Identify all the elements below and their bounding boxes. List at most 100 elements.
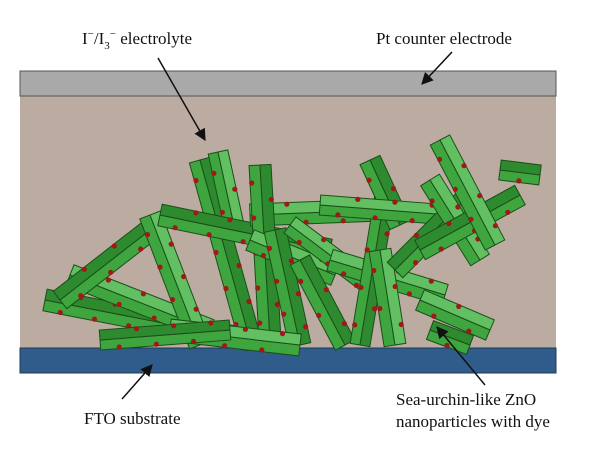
dye-molecule	[223, 285, 229, 292]
nanorod	[499, 159, 542, 176]
dye-molecule	[274, 301, 280, 308]
dye-molecule	[105, 277, 111, 283]
zno-label-line1: Sea-urchin-like ZnO	[396, 390, 536, 409]
dye-molecule	[335, 212, 341, 218]
dye-molecule	[505, 209, 511, 215]
arrow-icon	[157, 57, 206, 142]
dye-molecule	[190, 338, 197, 344]
dye-molecule	[222, 343, 228, 349]
dye-molecule	[413, 232, 419, 238]
dye-molecule	[153, 341, 159, 347]
dye-molecule	[452, 186, 458, 192]
dye-molecule	[340, 218, 346, 224]
dye-molecule	[227, 217, 233, 223]
dye-molecule	[133, 326, 140, 332]
dye-molecule	[341, 271, 347, 277]
dye-molecule	[341, 321, 347, 327]
dye-molecule	[353, 282, 359, 288]
dye-molecule	[355, 196, 361, 202]
dye-molecule	[446, 220, 452, 227]
dye-molecule	[295, 291, 301, 297]
dye-molecule	[372, 306, 378, 312]
dye-molecule	[213, 249, 219, 256]
dye-molecule	[193, 177, 199, 184]
dye-molecule	[151, 315, 157, 321]
dye-molecule	[444, 342, 450, 349]
dye-molecule	[233, 321, 239, 328]
dye-molecule	[274, 278, 280, 284]
dye-molecule	[169, 297, 176, 303]
pt-counter-electrode	[19, 70, 557, 97]
dye-molecule	[352, 322, 358, 328]
dye-molecule	[438, 246, 444, 252]
dye-molecule	[206, 232, 212, 238]
nanorod	[439, 134, 506, 246]
dye-molecule	[240, 239, 246, 245]
electrolyte-label: I−/I3− electrolyte	[82, 28, 192, 52]
dye-molecule	[392, 283, 398, 290]
dye-molecule	[259, 347, 265, 353]
dye-molecule	[413, 260, 419, 266]
dye-molecule	[468, 216, 474, 222]
dye-molecule	[321, 237, 327, 243]
dye-molecule	[138, 246, 144, 252]
dye-molecule	[281, 311, 287, 317]
dye-molecule	[288, 258, 294, 264]
nanorod	[98, 319, 231, 341]
nanorod	[274, 227, 312, 346]
dye-molecule	[409, 218, 415, 224]
dye-molecule	[296, 239, 302, 246]
dye-molecule	[181, 274, 187, 280]
dye-molecule	[108, 269, 114, 275]
dye-molecule	[57, 309, 63, 316]
dye-molecule	[429, 198, 435, 204]
dye-molecule	[126, 323, 132, 329]
dye-molecule	[168, 241, 174, 247]
dye-molecule	[78, 293, 84, 299]
arrow-icon	[121, 364, 153, 400]
dye-molecule	[255, 285, 261, 291]
zno-nanoparticles	[42, 134, 542, 357]
dye-molecule	[406, 291, 412, 297]
dye-molecule	[251, 215, 257, 221]
dye-molecule	[211, 170, 217, 176]
dye-molecule	[171, 323, 177, 329]
dye-molecule	[323, 287, 329, 293]
dye-molecule	[358, 284, 364, 290]
dye-molecule	[172, 225, 178, 231]
dye-molecule	[456, 303, 462, 309]
nanorod	[379, 247, 407, 346]
dye-molecule	[384, 231, 390, 237]
dye-molecule	[298, 278, 304, 284]
dye-molecule	[390, 186, 397, 192]
dye-molecule	[81, 266, 87, 272]
dye-molecule	[111, 243, 117, 249]
dye-molecule	[116, 301, 122, 307]
dye-molecule	[372, 215, 378, 221]
dye-molecule	[364, 247, 370, 253]
dye-molecule	[193, 210, 199, 216]
dye-molecule	[377, 305, 383, 312]
dye-molecule	[232, 186, 238, 192]
dye-molecule	[242, 326, 248, 332]
dye-molecule	[437, 156, 443, 162]
dye-molecule	[428, 278, 434, 284]
dye-molecule	[371, 267, 377, 274]
dye-molecule	[392, 199, 398, 205]
dye-molecule	[279, 331, 286, 337]
dye-molecule	[466, 328, 472, 334]
dye-molecule	[366, 177, 372, 183]
dye-molecule	[266, 245, 272, 251]
dye-molecule	[477, 193, 483, 199]
dye-molecule	[492, 223, 498, 229]
counter-electrode-label: Pt counter electrode	[376, 29, 512, 48]
dye-molecule	[461, 163, 467, 169]
dye-molecule	[236, 262, 242, 269]
dye-molecule	[140, 291, 146, 297]
dye-molecule	[219, 209, 225, 215]
dye-molecule	[193, 306, 199, 312]
dye-molecule	[260, 253, 266, 259]
dye-molecule	[316, 312, 322, 318]
zno-label-line2: nanoparticles with dye	[396, 412, 550, 431]
